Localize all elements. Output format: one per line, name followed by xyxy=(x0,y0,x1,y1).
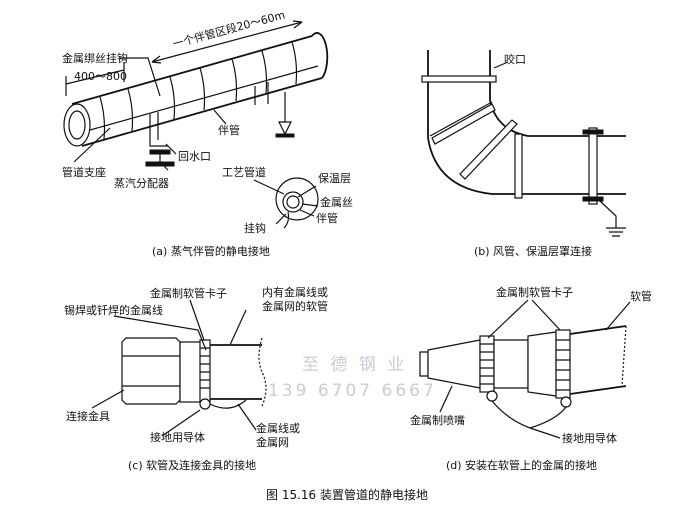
label-metal-wire: 金属丝 xyxy=(320,195,353,209)
label-return: 回水口 xyxy=(178,150,211,163)
label-tracer: 伴管 xyxy=(218,123,240,137)
label-clamp-d: 金属制软管卡子 xyxy=(496,285,573,299)
label-spacing: 400～800 xyxy=(74,70,127,83)
caption-d: (d) 安装在软管上的金属的接地 xyxy=(446,458,597,472)
process-pipe-long xyxy=(63,32,329,147)
label-tracer-2: 伴管 xyxy=(316,211,338,225)
figure-caption: 图 15.16 装置管道的静电接地 xyxy=(266,487,428,502)
nozzle-assembly xyxy=(419,325,627,429)
label-nozzle: 金属制喷嘴 xyxy=(410,413,465,427)
duct-elbow xyxy=(421,50,626,237)
caption-c: (c) 软管及连接金具的接地 xyxy=(128,458,256,472)
label-hose: 软管 xyxy=(630,289,652,303)
label-process-pipe: 工艺管道 xyxy=(222,165,266,179)
label-hook: 金属绑丝挂钩 xyxy=(62,51,128,65)
watermark-line-2: 139 6707 6667 xyxy=(268,381,437,401)
label-segment: 一个伴管区段20～60m xyxy=(171,7,286,50)
panel-a: 金属绑丝挂钩 一个伴管区段20～60m 400～800 管道支座 回水口 蒸汽分… xyxy=(62,7,353,258)
watermark-line-1: 至 德 钢 业 xyxy=(302,355,407,375)
label-distributor: 蒸汽分配器 xyxy=(114,176,169,190)
label-inner-2: 金属网的软管 xyxy=(262,299,328,313)
label-clamp-c: 金属制软管卡子 xyxy=(150,286,227,300)
label-inner: 内有金属线或 xyxy=(262,285,328,299)
cross-section xyxy=(275,177,319,229)
label-ground-d: 接地用导体 xyxy=(562,431,617,445)
label-insulation: 保温层 xyxy=(318,171,351,185)
hose-fitting-assembly xyxy=(121,337,267,410)
spacing-dimension-line xyxy=(65,69,125,85)
label-seam: 咬口 xyxy=(504,52,526,66)
label-ground-c: 接地用导体 xyxy=(150,430,205,444)
caption-a: (a) 蒸气伴管的静电接地 xyxy=(152,244,270,258)
label-wire-2: 金属网 xyxy=(256,435,289,449)
pipe-support xyxy=(145,149,175,167)
caption-b: (b) 风管、保温层罩连接 xyxy=(474,244,592,258)
panel-c: 金属制软管卡子 内有金属线或 金属网的软管 锡焊或钎焊的金属线 连接金具 接地用… xyxy=(64,285,328,472)
label-fitting: 连接金具 xyxy=(66,409,110,423)
panel-b: 咬口 (b) 风管、保温层罩连接 xyxy=(421,50,626,258)
label-weld: 锡焊或钎焊的金属线 xyxy=(64,303,163,317)
label-support: 管道支座 xyxy=(62,165,106,179)
segment-dimension-line xyxy=(151,21,303,63)
label-hook-2: 挂钩 xyxy=(244,221,266,235)
pipe-support-2 xyxy=(275,92,295,138)
label-wire: 金属线或 xyxy=(256,421,300,435)
panel-d: 金属制软管卡子 软管 金属制喷嘴 接地用导体 (d) 安装在软管上的金属的接地 xyxy=(410,285,652,472)
